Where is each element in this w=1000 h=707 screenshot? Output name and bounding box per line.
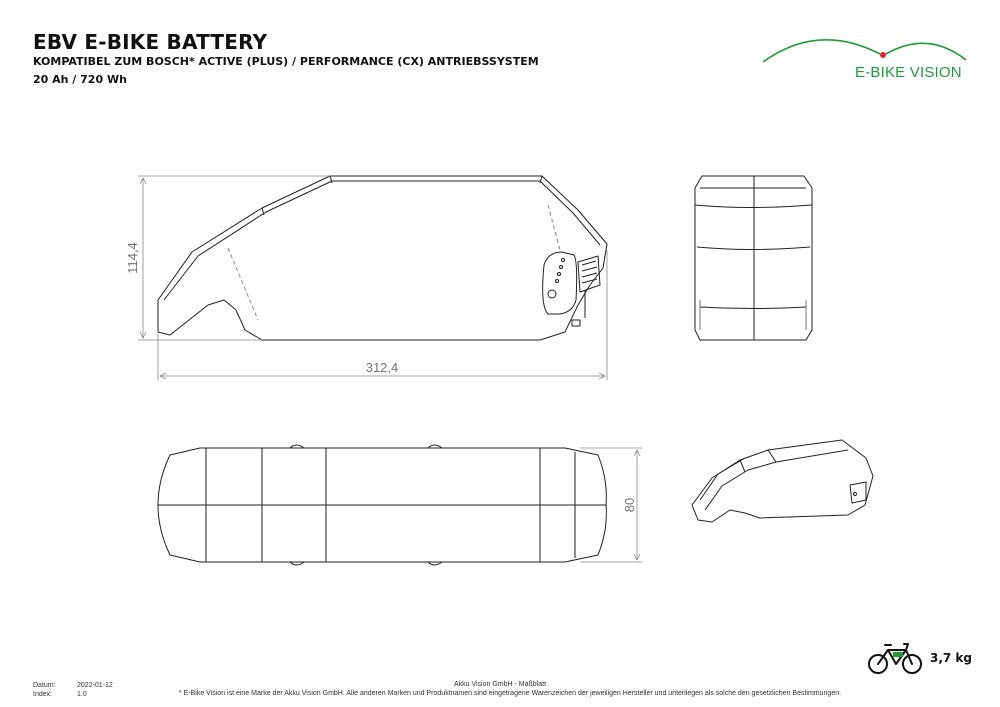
- side-view: [157, 175, 608, 341]
- capacity-subtitle: 20 Ah / 720 Wh: [33, 73, 127, 86]
- index-value: 1.0: [77, 691, 87, 698]
- isometric-view: [691, 439, 874, 523]
- compatibility-subtitle: KOMPATIBEL ZUM BOSCH* ACTIVE (PLUS) / PE…: [33, 55, 539, 68]
- front-view: [694, 175, 813, 341]
- index-label: Index:: [33, 691, 53, 698]
- date-value: 2022-01-12: [77, 682, 113, 689]
- page-title: EBV E-BIKE BATTERY: [33, 30, 268, 54]
- date-label: Datum:: [33, 682, 56, 689]
- weight-label: 3,7 kg: [930, 651, 973, 665]
- top-view: [157, 444, 607, 566]
- length-dimension-label: 312,4: [366, 360, 399, 375]
- footer-meta: Datum: 2022-01-12 Index: 1.0: [33, 681, 113, 699]
- footer-company: Akku Vision GmbH - Maßblatt: [453, 681, 547, 688]
- logo-dot-icon: [880, 52, 886, 58]
- bicycle-icon: [868, 643, 922, 674]
- footer-trademark-note: * E-Bike Vision ist eine Marke der Akku …: [178, 690, 842, 697]
- height-dimension-label: 114,4: [125, 242, 140, 274]
- width-dimension-label: 80: [622, 498, 637, 512]
- brand-logo-arc: [762, 39, 967, 63]
- brand-logo-text: E-BIKE VISION: [855, 64, 962, 81]
